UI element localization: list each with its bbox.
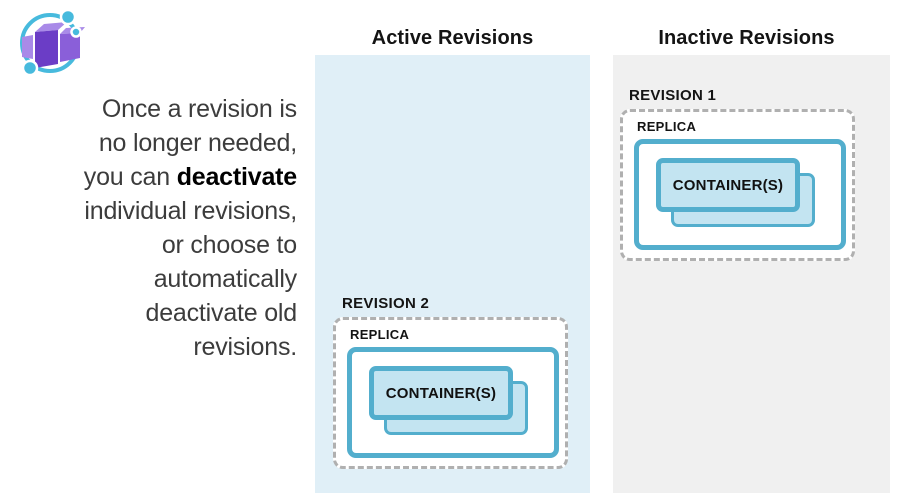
- revision-1-container-front: CONTAINER(S): [656, 158, 800, 212]
- revision-1-label: REVISION 1: [629, 87, 717, 104]
- description-bold-word: deactivate: [176, 163, 297, 191]
- revision-2-box: REPLICA CONTAINER(S): [333, 317, 568, 469]
- description-line: or choose to: [161, 231, 297, 259]
- description-line: you can deactivate: [10, 160, 297, 194]
- description-line: individual revisions,: [84, 197, 297, 225]
- description-line-pre: you can: [83, 163, 177, 191]
- revision-2-replica-box: CONTAINER(S): [347, 347, 559, 458]
- inactive-revisions-header: Inactive Revisions: [658, 27, 835, 49]
- description-line: no longer needed,: [98, 129, 297, 157]
- revision-1-replica-box: CONTAINER(S): [634, 139, 846, 250]
- description-line: revisions.: [193, 333, 297, 361]
- revision-1-replica-label: REPLICA: [637, 119, 697, 134]
- revision-2-container-front: CONTAINER(S): [369, 366, 513, 420]
- revision-2-label: REVISION 2: [342, 295, 430, 312]
- revision-2-replica-label: REPLICA: [350, 327, 410, 342]
- description-line: automatically: [153, 265, 298, 293]
- description-line: deactivate old: [145, 299, 298, 327]
- azure-container-apps-icon: [8, 4, 92, 80]
- active-revisions-header: Active Revisions: [371, 27, 534, 49]
- revision-2-group: REVISION 2 REPLICA CONTAINER(S): [333, 294, 568, 469]
- revision-1-box: REPLICA CONTAINER(S): [620, 109, 855, 261]
- description-text: Once a revision is no longer needed, you…: [10, 92, 297, 364]
- description-line: Once a revision is: [101, 95, 297, 123]
- azure-container-apps-icon-svg: [20, 8, 85, 77]
- revision-1-group: REVISION 1 REPLICA CONTAINER(S): [620, 86, 855, 261]
